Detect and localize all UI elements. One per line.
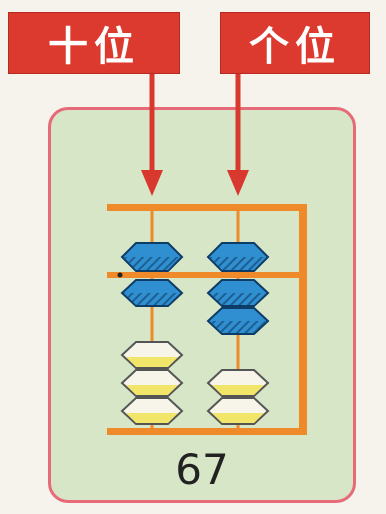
tens-lower-bead (122, 398, 182, 424)
ones-upper-bead (208, 243, 268, 271)
ones-arrow (227, 74, 249, 196)
ones-lower-bead-active (208, 308, 268, 334)
ones-lower-bead (208, 370, 268, 396)
tens-lower-bead (122, 342, 182, 368)
tens-lower-bead (122, 370, 182, 396)
ones-lower-bead (208, 398, 268, 424)
abacus-value: 67 (48, 445, 356, 494)
tens-lower-bead-active (122, 280, 182, 306)
tens-upper-bead (122, 243, 182, 271)
ones-lower-bead-active (208, 280, 268, 306)
tens-arrow (141, 74, 163, 196)
